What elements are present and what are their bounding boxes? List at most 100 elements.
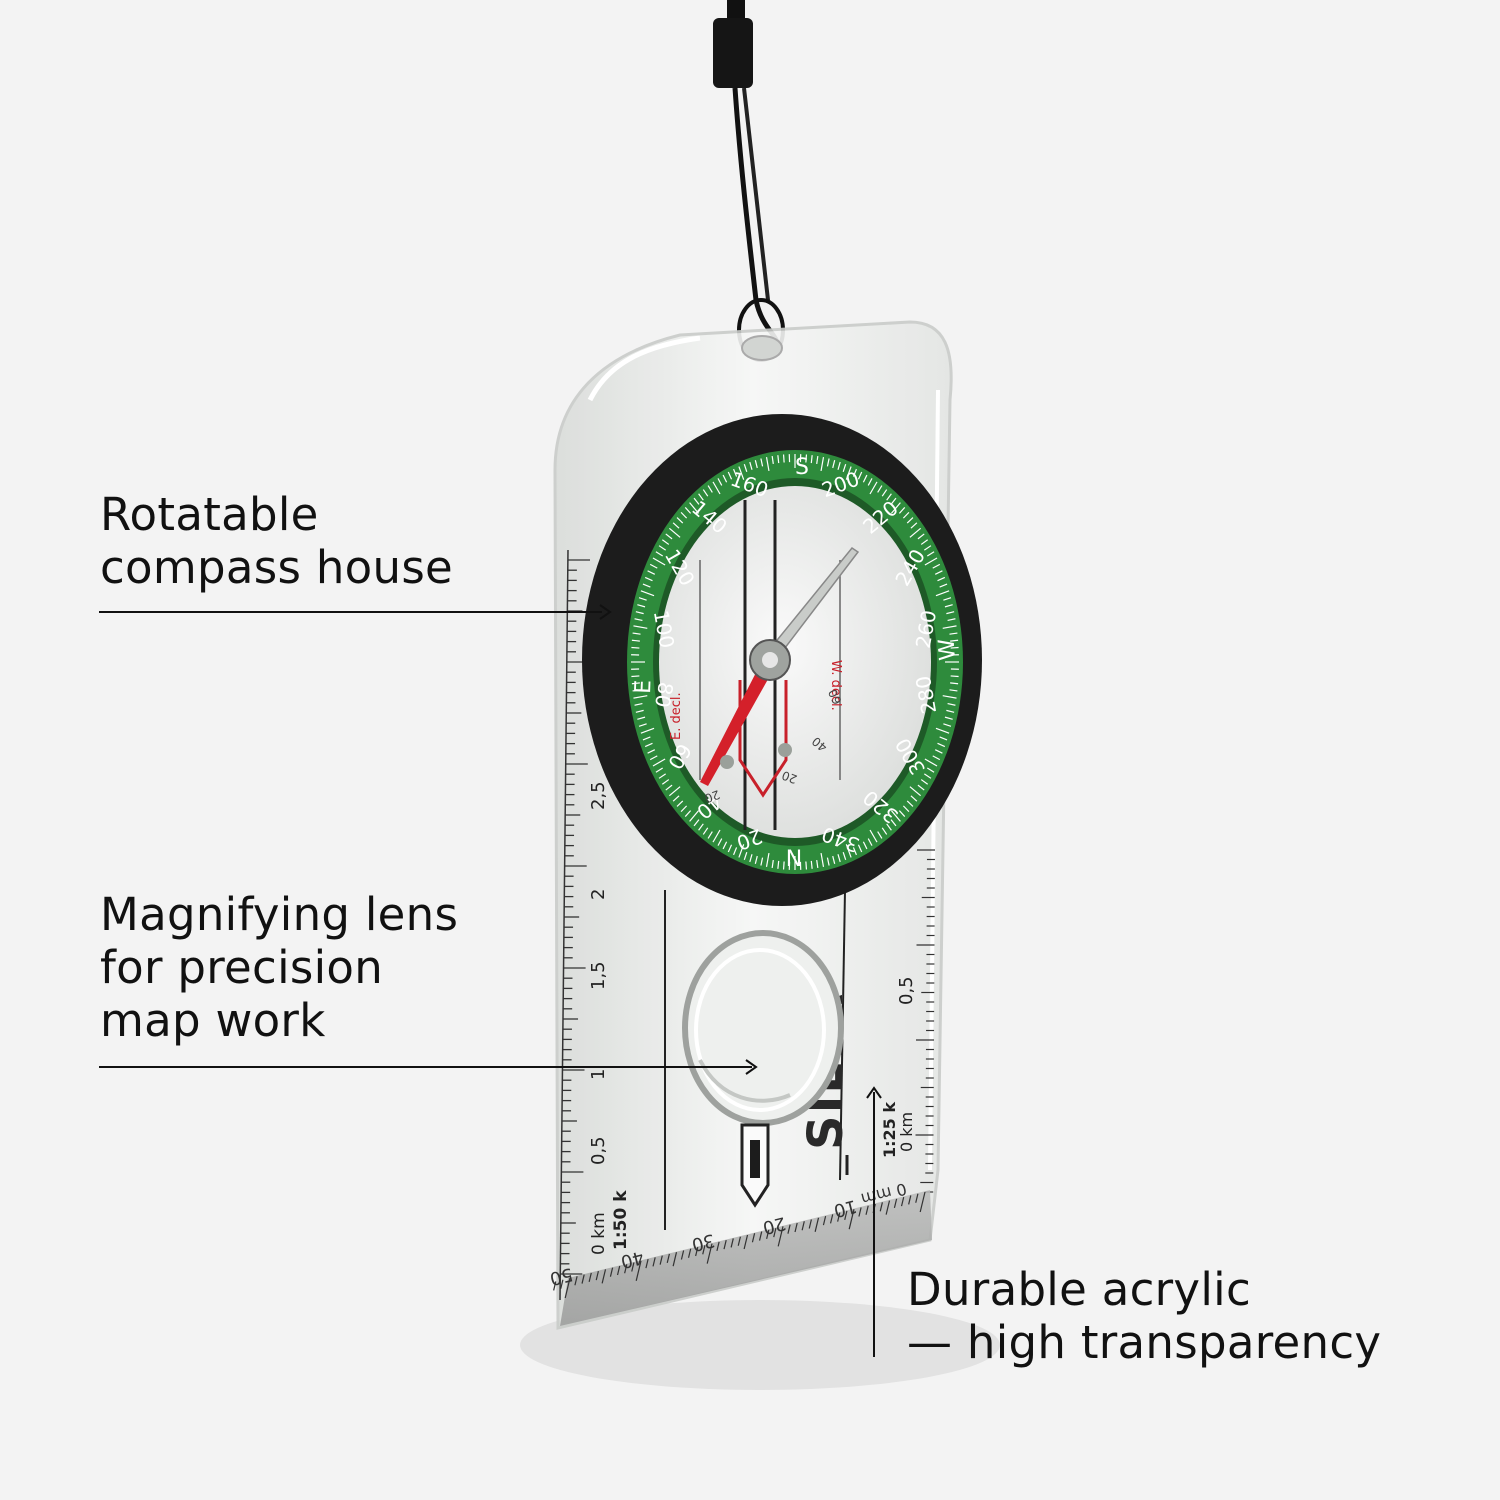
bezel-tick (947, 702, 956, 706)
sighting-pointer (740, 1123, 770, 1208)
bezel-tick (647, 749, 656, 754)
bezel-tick (631, 682, 640, 685)
bezel-tick (923, 773, 932, 779)
bezel-tick (877, 831, 883, 839)
bezel-tick (644, 576, 653, 582)
bezel-tick (634, 618, 643, 622)
bezel-tick (698, 823, 704, 831)
mm-tick (659, 1255, 663, 1265)
lanyard (713, 0, 785, 362)
bezel-tick (917, 784, 925, 791)
bezel-tick (689, 810, 700, 822)
bezel-tick (649, 563, 658, 569)
bezel-tick (743, 463, 748, 472)
bezel-tick (642, 583, 651, 588)
bezel-tick (689, 502, 700, 514)
mm-tick (730, 1238, 734, 1248)
bezel-tick (837, 461, 841, 470)
bezel-tick (722, 474, 728, 483)
bezel-tick (658, 773, 667, 779)
decl-mark-right-60: 60 (826, 687, 845, 707)
bezel-tick (909, 786, 922, 797)
bezel-tick (631, 646, 640, 649)
bezel-tick (655, 551, 664, 557)
bezel-tick (934, 749, 943, 754)
mm-tick (595, 1270, 599, 1281)
bezel-tick (638, 723, 647, 727)
bezel-tick (631, 639, 640, 642)
bezel-tick (869, 481, 878, 495)
mm-tick (581, 1274, 585, 1284)
bezel-tick (939, 583, 948, 588)
bezel-tick (949, 689, 958, 692)
callout-lens-line-3: map work (100, 994, 326, 1047)
bezel-tick (886, 823, 892, 831)
bezel-tick (890, 810, 901, 822)
callout-lines (99, 604, 882, 1357)
bezel-tick (634, 702, 643, 706)
bezel-tick (707, 831, 713, 839)
bezel-tick (680, 805, 688, 813)
scale-left-label: 1:50 k (611, 1190, 631, 1250)
scale-right-tick: 0,5 (896, 976, 917, 1005)
bezel-tick (698, 493, 704, 501)
bezel-tick (635, 611, 644, 615)
bezel-tick (869, 829, 878, 843)
mm-tick (687, 1248, 692, 1258)
bezel-tick (857, 844, 863, 853)
scale-right-label: 1:25 k (880, 1102, 899, 1158)
bezel-tick (942, 695, 957, 699)
bezel-tick (672, 795, 680, 802)
bezel-tick (937, 576, 946, 582)
callout-compass-line-1: Rotatable (100, 488, 319, 541)
bezel-tick (898, 810, 906, 817)
bezel-tick (920, 779, 929, 785)
bezel-tick (852, 847, 857, 856)
mm-tick (635, 1260, 642, 1281)
mm-tick (915, 1193, 919, 1203)
east-declination-label: E. decl. (669, 692, 684, 740)
bezel-tick (944, 716, 953, 720)
bezel-tick (852, 468, 857, 477)
bezel-tick (638, 597, 647, 601)
mm-tick (680, 1250, 685, 1260)
mm-tick (553, 1281, 557, 1291)
bezel-tick (867, 838, 873, 846)
mm-tick (588, 1272, 592, 1282)
mm-tick (743, 1234, 749, 1250)
bezel-number: 80 (650, 680, 678, 709)
bezel-tick (946, 709, 955, 713)
bezel-tick (640, 590, 655, 597)
mm-tick (865, 1205, 869, 1215)
bezel-tick (826, 458, 830, 467)
bezel-tick (902, 511, 910, 519)
bezel-tick (754, 855, 758, 864)
bezel-tick (644, 742, 653, 748)
bezel-tick (909, 527, 922, 538)
mm-tick (879, 1202, 883, 1212)
bezel-tick (881, 827, 888, 835)
bezel-tick (633, 695, 648, 699)
bezel-tick (939, 736, 948, 741)
mm-tick (900, 1197, 905, 1207)
bezel-tick (867, 478, 873, 486)
mm-tick-label: 50 (548, 1263, 575, 1289)
bezel-tick (906, 800, 914, 807)
bezel-tick (826, 857, 830, 866)
bezel-tick (680, 511, 688, 519)
bezel-tick (668, 527, 681, 538)
bezel-tick (632, 632, 641, 635)
bezel-tick (722, 841, 728, 850)
mm-tick (773, 1227, 777, 1238)
mm-tick (609, 1267, 614, 1277)
bezel-tick (738, 466, 745, 480)
bezel-tick (926, 551, 935, 557)
magnifying-lens (682, 930, 844, 1126)
bezel-tick (923, 545, 932, 551)
bezel-tick (943, 597, 952, 601)
mm-tick (787, 1224, 791, 1234)
bezel-tick (760, 458, 764, 467)
bezel-tick (924, 758, 938, 767)
